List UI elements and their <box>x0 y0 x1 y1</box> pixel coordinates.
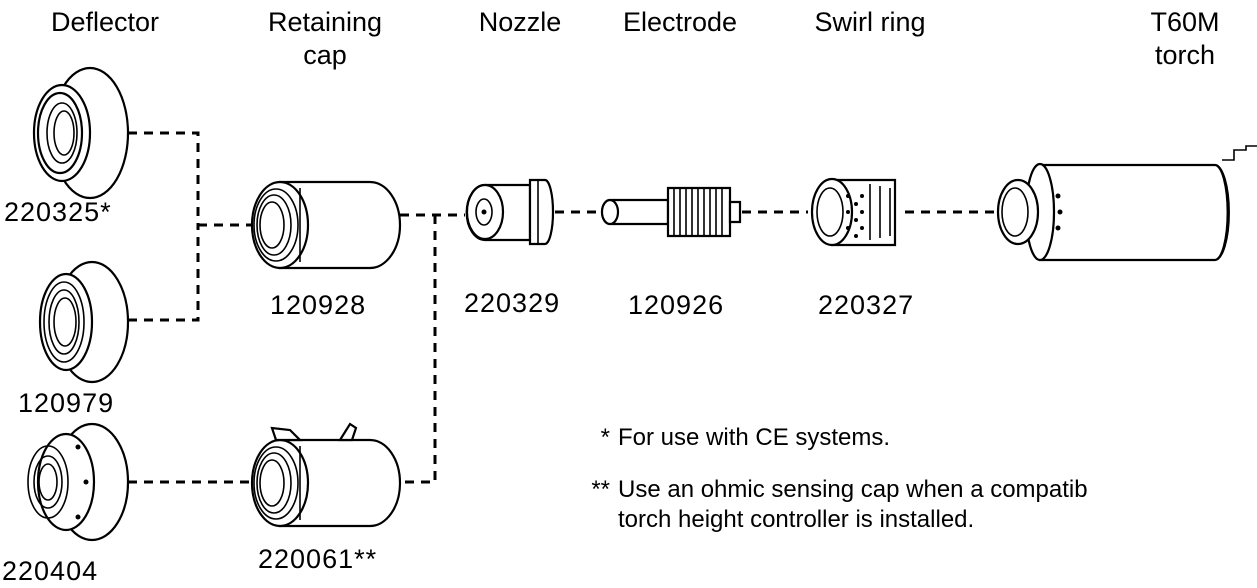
swirl-ring-drawing <box>810 177 897 247</box>
footnote-ohmic: ** Use an ohmic sensing cap when a compat… <box>570 475 1088 535</box>
header-torch: T60M torch <box>1120 6 1250 72</box>
part-number-deflector-ce: 220325* <box>4 197 112 227</box>
header-swirl-ring: Swirl ring <box>814 7 926 37</box>
header-deflector: Deflector <box>50 7 160 37</box>
connector-deflector-ce <box>128 131 200 225</box>
retaining-cap-ohmic-drawing <box>250 422 402 528</box>
deflector-ohmic-drawing <box>27 422 130 542</box>
header-nozzle: Nozzle <box>478 7 562 37</box>
part-number-retaining-cap: 120928 <box>270 290 367 320</box>
nozzle-drawing <box>465 178 555 246</box>
retaining-cap-drawing <box>250 180 402 270</box>
connector-deflector-std <box>128 225 200 322</box>
footnote-ohmic-line2: torch height controller is installed. <box>618 506 975 533</box>
torch-drawing <box>996 145 1257 262</box>
electrode-drawing <box>600 186 742 238</box>
header-retaining-cap-line1: Retaining <box>267 7 383 37</box>
footnote-ce-marker: * <box>600 424 610 451</box>
footnote-ohmic-line1: Use an ohmic sensing cap when a compatib <box>618 476 1088 503</box>
part-number-deflector-standard: 120979 <box>18 388 115 418</box>
header-torch-line2: torch <box>1154 40 1216 70</box>
part-number-nozzle: 220329 <box>464 288 561 318</box>
deflector-standard-drawing <box>38 260 130 384</box>
deflector-ce-drawing <box>32 66 130 200</box>
footnote-ohmic-marker: ** <box>591 476 610 503</box>
part-number-retaining-cap-ohmic: 220061** <box>258 544 378 574</box>
header-torch-line1: T60M <box>1150 7 1220 37</box>
footnote-ce-text: For use with CE systems. <box>618 424 891 451</box>
footnote-ce: * For use with CE systems. <box>570 423 890 453</box>
header-retaining-cap-line2: cap <box>303 40 347 70</box>
header-electrode: Electrode <box>622 7 738 37</box>
part-number-swirl-ring: 220327 <box>818 290 915 320</box>
connector-lines <box>128 131 995 484</box>
part-number-deflector-ohmic: 220404 <box>2 556 99 586</box>
part-number-electrode: 120926 <box>628 290 725 320</box>
header-retaining-cap: Retaining cap <box>250 6 400 72</box>
connector-ohmic-cap-to-nozzle <box>405 215 437 484</box>
